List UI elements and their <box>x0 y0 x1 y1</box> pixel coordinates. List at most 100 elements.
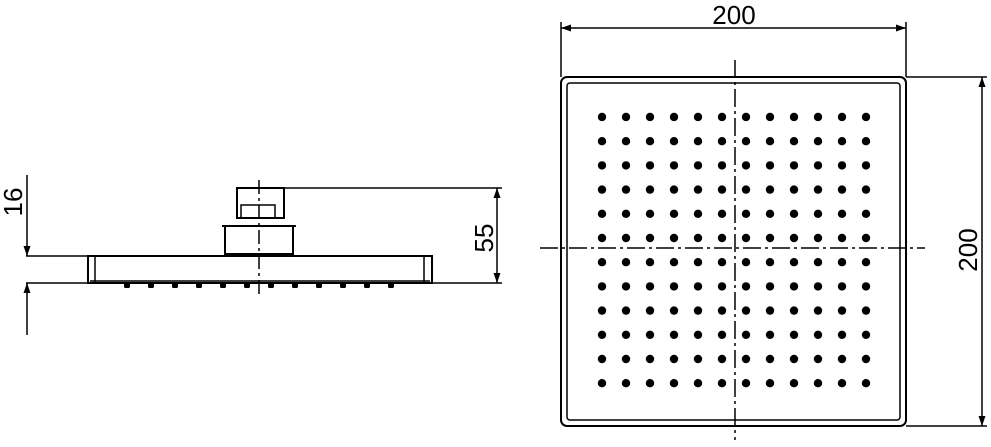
nozzle-dot <box>597 209 607 218</box>
nozzle-dot <box>621 258 631 267</box>
nozzle-dot <box>789 161 799 170</box>
nozzle-dot <box>861 379 871 388</box>
nozzle-dot <box>693 161 703 170</box>
nozzle-dot <box>813 233 823 243</box>
top-nozzle-grid <box>597 112 871 388</box>
nozzle-dot <box>621 209 631 218</box>
side-nozzle-stub <box>172 283 178 288</box>
nozzle-dot <box>621 330 631 339</box>
nozzle-dot <box>597 112 607 122</box>
nozzle-dot <box>741 379 751 388</box>
nozzle-dot <box>717 258 727 267</box>
nozzle-dot <box>717 137 727 146</box>
nozzle-dot <box>597 379 607 388</box>
nozzle-dot <box>717 306 727 315</box>
nozzle-dot <box>597 185 607 194</box>
dim-label-width-200: 200 <box>712 0 755 30</box>
nozzle-dot <box>645 112 655 122</box>
nozzle-dot <box>741 258 751 267</box>
nozzle-dot <box>669 137 679 146</box>
nozzle-dot <box>717 379 727 388</box>
nozzle-dot <box>837 209 847 218</box>
shower-plate-inner <box>566 82 901 421</box>
connector-nut-inner <box>240 204 276 219</box>
side-nozzle-stub <box>244 283 250 288</box>
nozzle-dot <box>765 137 775 146</box>
nozzle-dot <box>597 330 607 339</box>
nozzle-dot <box>789 379 799 388</box>
nozzle-dot <box>621 185 631 194</box>
nozzle-dot <box>621 161 631 170</box>
nozzle-dot <box>717 330 727 339</box>
nozzle-dot <box>765 258 775 267</box>
nozzle-dot <box>813 161 823 170</box>
nozzle-dot <box>717 112 727 122</box>
nozzle-dot <box>741 282 751 291</box>
nozzle-dot <box>669 330 679 339</box>
nozzle-dot <box>693 185 703 194</box>
nozzle-dot <box>837 185 847 194</box>
side-nozzle-stub <box>340 283 346 288</box>
nozzle-dot <box>717 282 727 291</box>
nozzle-dot <box>597 306 607 315</box>
dim-label-height-200: 200 <box>953 228 983 271</box>
nozzle-dot <box>597 258 607 267</box>
nozzle-dot <box>861 161 871 170</box>
nozzle-dot <box>597 233 607 243</box>
nozzle-dot <box>741 137 751 146</box>
nozzle-dot <box>693 282 703 291</box>
side-nozzle-stub <box>148 283 154 288</box>
nozzle-dot <box>669 354 679 364</box>
nozzle-dot <box>693 306 703 315</box>
nozzle-dot <box>717 233 727 243</box>
nozzle-dot <box>645 330 655 339</box>
nozzle-dot <box>741 330 751 339</box>
nozzle-dot <box>813 209 823 218</box>
nozzle-dot <box>789 306 799 315</box>
nozzle-dot <box>645 379 655 388</box>
nozzle-dot <box>861 209 871 218</box>
nozzle-dot <box>621 112 631 122</box>
nozzle-dot <box>717 185 727 194</box>
nozzle-dot <box>645 137 655 146</box>
nozzle-dot <box>765 306 775 315</box>
nozzle-dot <box>621 379 631 388</box>
nozzle-dot <box>813 354 823 364</box>
nozzle-dot <box>789 330 799 339</box>
nozzle-dot <box>861 354 871 364</box>
nozzle-dot <box>861 330 871 339</box>
shower-plate-side <box>87 255 433 284</box>
nozzle-dot <box>741 306 751 315</box>
nozzle-dot <box>669 233 679 243</box>
nozzle-dot <box>861 233 871 243</box>
nozzle-dot <box>741 112 751 122</box>
nozzle-dot <box>861 137 871 146</box>
nozzle-dot <box>645 258 655 267</box>
nozzle-dot <box>837 258 847 267</box>
nozzle-dot <box>741 161 751 170</box>
nozzle-dot <box>813 185 823 194</box>
nozzle-dot <box>693 354 703 364</box>
nozzle-dot <box>861 112 871 122</box>
nozzle-dot <box>693 112 703 122</box>
nozzle-dot <box>765 161 775 170</box>
nozzle-dot <box>765 233 775 243</box>
nozzle-dot <box>789 282 799 291</box>
nozzle-dot <box>813 330 823 339</box>
nozzle-dot <box>765 354 775 364</box>
nozzle-dot <box>837 330 847 339</box>
nozzle-dot <box>789 233 799 243</box>
nozzle-dot <box>645 354 655 364</box>
nozzle-dot <box>621 233 631 243</box>
side-view <box>23 175 502 335</box>
nozzle-dot <box>693 258 703 267</box>
side-nozzle-stub <box>220 283 226 288</box>
nozzle-dot <box>813 306 823 315</box>
nozzle-dot <box>837 282 847 291</box>
nozzle-dot <box>861 258 871 267</box>
nozzle-dot <box>861 185 871 194</box>
dim-label-16: 16 <box>0 188 28 217</box>
nozzle-dot <box>597 161 607 170</box>
nozzle-dot <box>645 209 655 218</box>
